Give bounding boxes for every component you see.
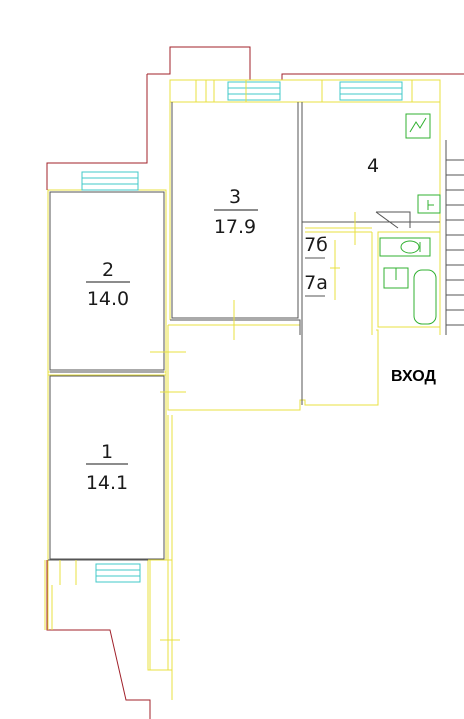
room-partitions [48,102,464,561]
toilet-icon [379,237,431,257]
room-number: 3 [229,186,241,208]
inner-walls [44,79,441,700]
room-number: 1 [101,441,113,463]
fixtures [379,113,441,325]
kitchen-sink-icon [417,194,441,214]
entry-label: ВХОД [391,368,436,385]
room-7a-label: 7а [304,272,328,294]
room-2-label: 2 14.0 [86,259,130,310]
room-area: 14.1 [86,472,128,494]
room-4-label: 4 [367,155,379,177]
room-3-label: 3 17.9 [214,186,258,238]
bathtub-icon [413,269,437,325]
outer-wall-outline [46,46,464,719]
room-1-label: 1 14.1 [86,441,128,494]
room-area: 17.9 [214,216,256,238]
stove-icon [405,113,431,139]
dimension-ticks [59,80,413,641]
room-area: 14.0 [87,288,129,310]
windows [81,81,403,583]
room-number: 2 [102,259,114,281]
room-7b-label: 7б [304,234,328,256]
